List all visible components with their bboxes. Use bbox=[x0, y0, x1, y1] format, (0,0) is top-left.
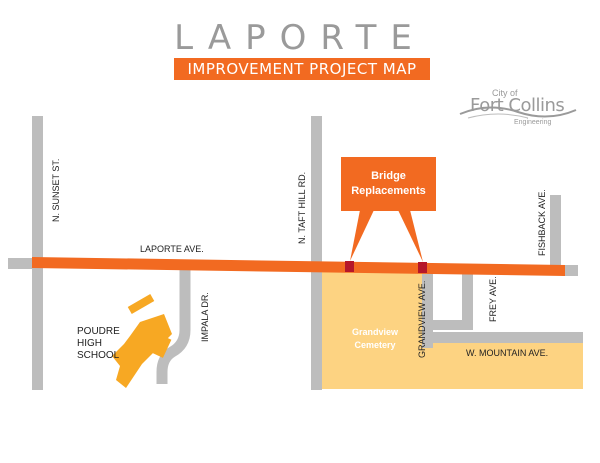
n-taft-hill-rd-road bbox=[311, 116, 322, 390]
school-label-line-1: POUDRE bbox=[77, 326, 120, 337]
label-w-mountain-ave: W. MOUNTAIN AVE. bbox=[466, 348, 549, 358]
school-label-line-2: HIGH bbox=[77, 338, 102, 349]
grandview-cemetery-area bbox=[321, 270, 583, 389]
laporte-ave-project-corridor bbox=[32, 257, 565, 276]
logo-engineering: Engineering bbox=[514, 119, 552, 126]
bridge-east-marker bbox=[418, 262, 427, 273]
map-title: LAPORTE bbox=[174, 18, 426, 58]
label-laporte-ave: LAPORTE AVE. bbox=[140, 244, 204, 254]
school-east-wing bbox=[146, 332, 172, 358]
frey-connector-road bbox=[433, 320, 473, 330]
school-main-wing bbox=[112, 314, 172, 388]
laporte-east-stub bbox=[562, 265, 578, 276]
logo-swoosh-icon bbox=[459, 106, 577, 119]
fishback-ave-road bbox=[550, 195, 561, 271]
logo-fort-collins: Fort Collins bbox=[470, 95, 565, 116]
poudre-high-school-building bbox=[112, 294, 172, 388]
n-sunset-st-road bbox=[32, 116, 43, 390]
map-subtitle-banner: IMPROVEMENT PROJECT MAP bbox=[174, 58, 430, 80]
cemetery-label-line-1: Grandview bbox=[351, 327, 398, 337]
callout-line-1: Bridge bbox=[371, 170, 406, 182]
bridge-replacements-callout: Bridge Replacements bbox=[341, 157, 436, 211]
label-impala-dr: IMPALA DR. bbox=[200, 292, 210, 342]
cemetery-label-line-2: Cemetery bbox=[354, 340, 396, 350]
callout-pointer-east bbox=[398, 210, 423, 262]
label-frey-ave: FREY AVE. bbox=[488, 276, 498, 322]
logo-city-of: City of bbox=[492, 88, 518, 98]
impala-dr-road bbox=[156, 268, 191, 384]
callout-pointer-west bbox=[350, 210, 374, 261]
label-fishback-ave: FISHBACK AVE. bbox=[537, 189, 547, 256]
school-annex bbox=[127, 294, 155, 314]
label-n-sunset-st: N. SUNSET ST. bbox=[51, 158, 61, 222]
label-poudre-high-school: POUDRE HIGH SCHOOL bbox=[77, 326, 120, 362]
grandview-ave-road bbox=[422, 270, 433, 348]
label-grandview-ave: GRANDVIEW AVE. bbox=[417, 280, 427, 358]
bridge-west-marker bbox=[345, 261, 354, 272]
label-n-taft-hill-rd: N. TAFT HILL RD. bbox=[297, 171, 307, 244]
frey-ave-road bbox=[462, 270, 473, 330]
label-grandview-cemetery: Grandview Cemetery bbox=[340, 326, 410, 352]
city-of-fort-collins-logo: City of Fort Collins Engineering bbox=[458, 88, 578, 132]
street-network bbox=[8, 116, 583, 390]
school-label-line-3: SCHOOL bbox=[77, 350, 120, 361]
laporte-west-stub bbox=[8, 258, 34, 269]
w-mountain-ave-road bbox=[433, 332, 583, 343]
callout-line-2: Replacements bbox=[351, 185, 426, 197]
